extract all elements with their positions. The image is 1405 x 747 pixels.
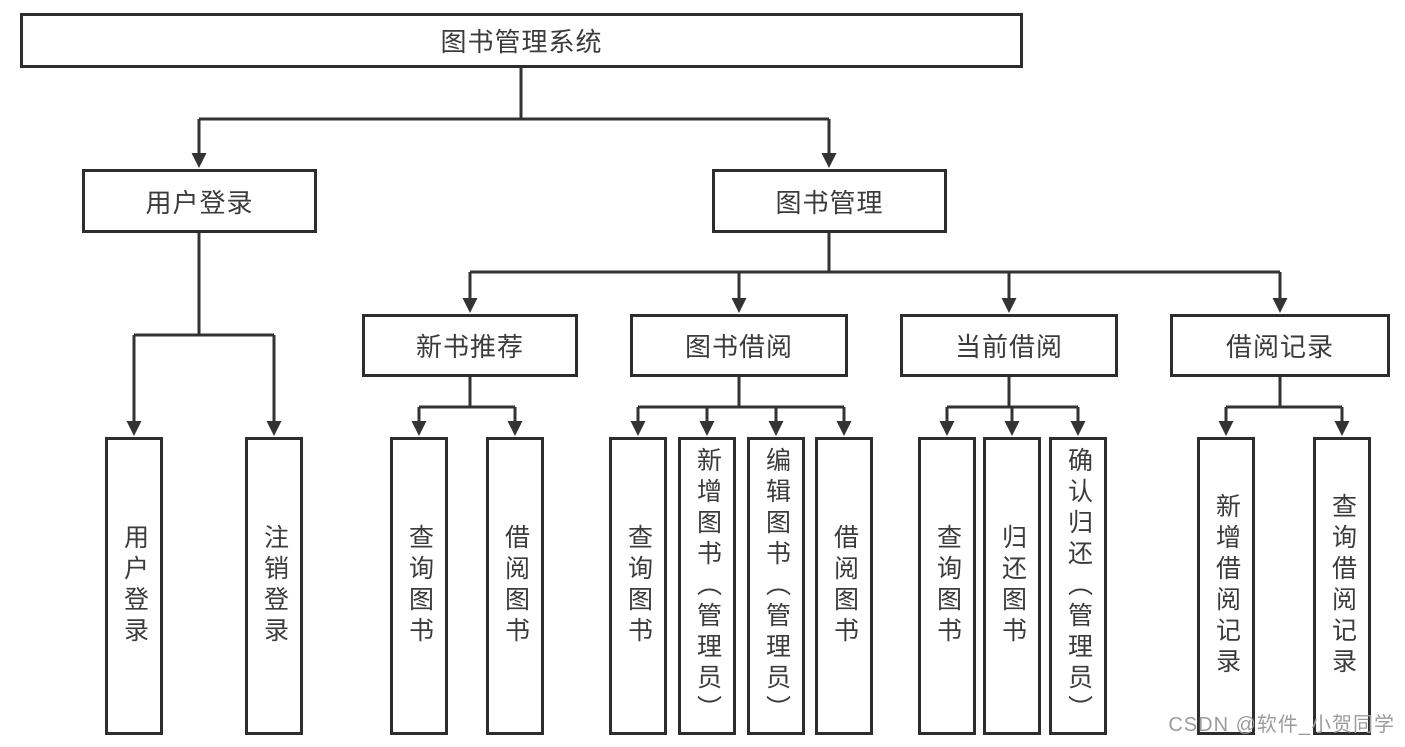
leaf-borrow-query-books: 查询图书 [609, 437, 667, 735]
node-book-borrow: 图书借阅 [630, 314, 848, 377]
node-book-management: 图书管理 [712, 169, 947, 233]
node-new-book-recommend: 新书推荐 [362, 314, 578, 377]
node-borrow-records: 借阅记录 [1170, 314, 1390, 377]
leaf-current-confirm-return-admin: 确认归还（管理员） [1049, 437, 1107, 735]
leaf-user-login: 用户登录 [105, 437, 163, 735]
csdn-watermark: CSDN @软件_小贺同学 [1168, 714, 1395, 736]
node-user-login: 用户登录 [82, 169, 317, 233]
leaf-logout: 注销登录 [245, 437, 303, 735]
leaf-borrow-edit-books-admin: 编辑图书（管理员） [747, 437, 805, 735]
node-current-borrow: 当前借阅 [900, 314, 1118, 377]
leaf-newbook-query-books: 查询图书 [390, 437, 448, 735]
leaf-records-query-record: 查询借阅记录 [1313, 437, 1371, 735]
leaf-newbook-borrow-books: 借阅图书 [486, 437, 544, 735]
leaf-current-query-books: 查询图书 [918, 437, 976, 735]
leaf-borrow-borrow-books: 借阅图书 [815, 437, 873, 735]
node-root-system: 图书管理系统 [20, 13, 1023, 68]
leaf-current-return-books: 归还图书 [983, 437, 1041, 735]
leaf-borrow-add-books-admin: 新增图书（管理员） [678, 437, 736, 735]
leaf-records-add-record: 新增借阅记录 [1197, 437, 1255, 735]
